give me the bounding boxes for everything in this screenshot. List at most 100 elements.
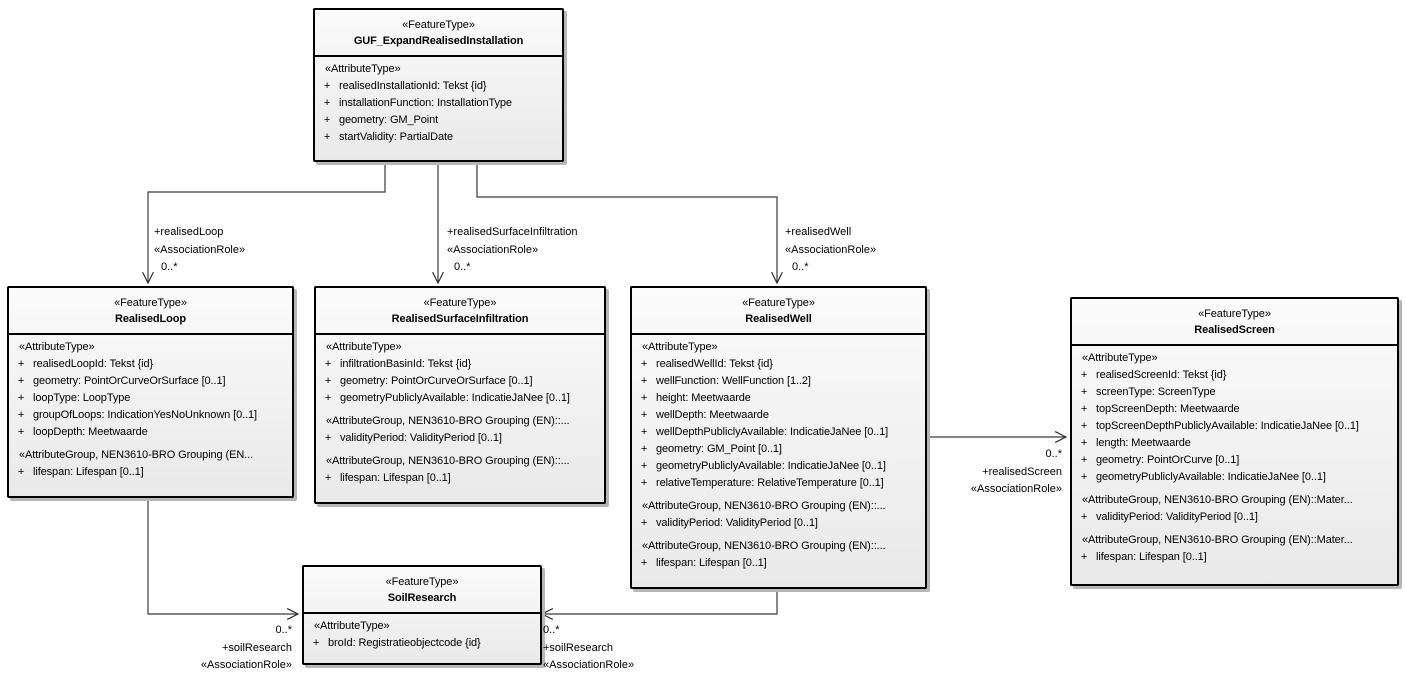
visibility-marker: + [324, 375, 332, 387]
stereotype-caption: «AttributeGroup, NEN3610-BRO Grouping (E… [642, 540, 886, 552]
class-box-guf-expand-realised-installation[interactable]: «FeatureType» GUF_ExpandRealisedInstalla… [313, 8, 564, 162]
attribute-row: +installationFunction: InstallationType [315, 95, 560, 112]
class-name: RealisedWell [745, 313, 812, 325]
connector-soil-research-from-loop[interactable] [147, 495, 300, 620]
attribute-text: wellFunction: WellFunction [1..2] [656, 375, 811, 387]
attribute-row: +height: Meetwaarde [632, 390, 923, 407]
role-label: +realisedSurfaceInfiltration [447, 226, 578, 238]
attribute-row: +geometry: GM_Point [315, 112, 560, 129]
attribute-row: + validityPeriod: ValidityPeriod [0..1] [632, 515, 923, 532]
attribute-row: + geometryPubliclyAvailable: IndicatieJaN… [1072, 469, 1395, 486]
attribute-row: +lifespan: Lifespan [0..1] [632, 555, 923, 572]
attribute-row: +geometry: PointOrCurveOrSurface [0..1] [9, 373, 290, 390]
class-attribute-compartment: «AttributeType» + realisedInstallationId: … [315, 57, 562, 150]
role-label: +realisedWell [785, 226, 852, 238]
role-label: +soilResearch [221, 641, 292, 654]
attribute-text: geometry: PointOrCurveOrSurface [0..1] [340, 375, 533, 387]
connector-label-realised-well: +realisedWell «AssociationRole» 0..* [785, 224, 876, 277]
role-label: +realisedScreen [982, 465, 1062, 478]
visibility-marker: + [640, 392, 648, 404]
class-header: «FeatureType» SoilResearch [304, 567, 540, 614]
attribute-text: geometry: PointOrCurve [0..1] [1096, 454, 1240, 466]
visibility-marker: + [640, 557, 648, 569]
multiplicity-label: 0..* [275, 624, 292, 636]
attribute-text: realisedLoopId: Tekst {id} [33, 358, 154, 370]
visibility-marker: + [640, 517, 648, 529]
attribute-text: realisedInstallationId: Tekst {id} [339, 80, 487, 92]
class-name: RealisedScreen [1194, 324, 1275, 336]
connector-soil-research-from-well[interactable] [540, 586, 778, 620]
class-box-realised-well[interactable]: «FeatureType» RealisedWell «AttributeTyp… [630, 286, 927, 589]
stereotype-caption: «AttributeGroup, NEN3610-BRO Grouping (E… [1082, 534, 1353, 546]
class-box-soil-research[interactable]: «FeatureType» SoilResearch «AttributeTyp… [302, 565, 542, 665]
attribute-text: geometry: GM_Point [0..1] [656, 443, 782, 455]
attribute-row: + geometry: GM_Point [0..1] [632, 441, 923, 458]
class-header: «FeatureType» GUF_ExpandRealisedInstalla… [315, 10, 562, 57]
connector-label-realised-loop: +realisedLoop «AssociationRole» 0..* [154, 224, 245, 277]
attribute-text: validityPeriod: ValidityPeriod [0..1] [656, 517, 818, 529]
attribute-text: length: Meetwaarde [1096, 437, 1191, 449]
visibility-marker: + [1080, 471, 1088, 483]
attribute-text: infiltrationBasinId: Tekst {id} [340, 358, 472, 370]
visibility-marker: + [1080, 551, 1088, 563]
class-name: SoilResearch [387, 592, 457, 604]
visibility-marker: + [640, 460, 648, 472]
multiplicity-label: 0..* [161, 261, 178, 273]
role-label: +realisedLoop [154, 226, 224, 238]
visibility-marker: + [324, 358, 332, 370]
visibility-marker: + [640, 443, 648, 455]
class-box-realised-surface-infiltration[interactable]: «FeatureType» RealisedSurfaceInfiltratio… [314, 286, 606, 504]
attribute-text: realisedWellId: Tekst {id} [656, 358, 773, 370]
visibility-marker: + [17, 358, 25, 370]
stereotype-caption: «AttributeType» [19, 341, 95, 353]
class-box-realised-screen[interactable]: «FeatureType» RealisedScreen «AttributeT… [1070, 297, 1399, 586]
attribute-text: geometryPubliclyAvailable: IndicatieJaNe… [340, 392, 570, 404]
attribute-row: +groupOfLoops: IndicationYesNoUnknown [0… [9, 407, 290, 424]
attribute-text: realisedScreenId: Tekst {id} [1096, 369, 1227, 381]
class-attribute-compartment: «AttributeType»+broId: Registratieobject… [304, 614, 540, 656]
connector-label-realised-screen: 0..* +realisedScreen «AssociationRole» [930, 446, 1062, 499]
class-stereotype: «FeatureType» [385, 576, 459, 588]
attribute-text: lifespan: Lifespan [0..1] [340, 472, 451, 484]
stereotype-caption: «AttributeGroup, NEN3610-BRO Grouping (E… [642, 500, 886, 512]
attribute-row: +loopType: LoopType [9, 390, 290, 407]
visibility-marker: + [323, 131, 331, 143]
multiplicity-label: 0..* [792, 261, 809, 273]
attribute-text: lifespan: Lifespan [0..1] [1096, 551, 1207, 563]
connector-realised-loop[interactable] [142, 159, 386, 285]
attribute-row: +realisedWellId: Tekst {id} [632, 356, 923, 373]
role-label: +soilResearch [543, 641, 614, 654]
attribute-text: startValidity: PartialDate [339, 131, 453, 143]
class-box-realised-loop[interactable]: «FeatureType» RealisedLoop «AttributeTyp… [7, 286, 294, 498]
visibility-marker: + [640, 477, 648, 489]
attribute-row: +topScreenDepth: Meetwaarde [1072, 401, 1395, 418]
attribute-row: + geometryPubliclyAvailable: IndicatieJaN… [632, 458, 923, 475]
attribute-row: +validityPeriod: ValidityPeriod [0..1] [316, 430, 602, 447]
class-stereotype: «FeatureType» [1198, 308, 1271, 320]
attribute-text: geometryPubliclyAvailable: IndicatieJaNe… [656, 460, 886, 472]
visibility-marker: + [1080, 420, 1088, 432]
attribute-text: geometryPubliclyAvailable: IndicatieJaNe… [1096, 471, 1326, 483]
attribute-text: broId: Registratieobjectcode {id} [328, 637, 481, 649]
visibility-marker: + [640, 426, 648, 438]
class-header: «FeatureType» RealisedSurfaceInfiltratio… [316, 288, 604, 335]
multiplicity-label: 0..* [454, 261, 471, 273]
visibility-marker: + [640, 409, 648, 421]
attribute-row: +screenType: ScreenType [1072, 384, 1395, 401]
association-stereotype-label: «AssociationRole» [970, 483, 1062, 495]
visibility-marker: + [323, 114, 331, 126]
visibility-marker: + [1080, 454, 1088, 466]
visibility-marker: + [17, 375, 25, 387]
connector-label-realised-surface-infiltration: +realisedSurfaceInfiltration «Associatio… [447, 224, 578, 277]
visibility-marker: + [324, 432, 332, 444]
attribute-text: groupOfLoops: IndicationYesNoUnknown [0.… [33, 409, 257, 421]
stereotype-caption: «AttributeType» [1082, 352, 1158, 364]
attribute-text: topScreenDepthPubliclyAvailable: Indicat… [1096, 420, 1359, 432]
association-stereotype-label: «AssociationRole» [785, 243, 877, 256]
attribute-row: + geometry: PointOrCurveOrSurface [0..1] [316, 373, 602, 390]
stereotype-caption: «AttributeType» [325, 63, 401, 75]
class-header: «FeatureType» RealisedWell [632, 288, 925, 335]
attribute-row: + geometry: PointOrCurve [0..1] [1072, 452, 1395, 469]
connector-realised-well[interactable] [476, 159, 783, 285]
